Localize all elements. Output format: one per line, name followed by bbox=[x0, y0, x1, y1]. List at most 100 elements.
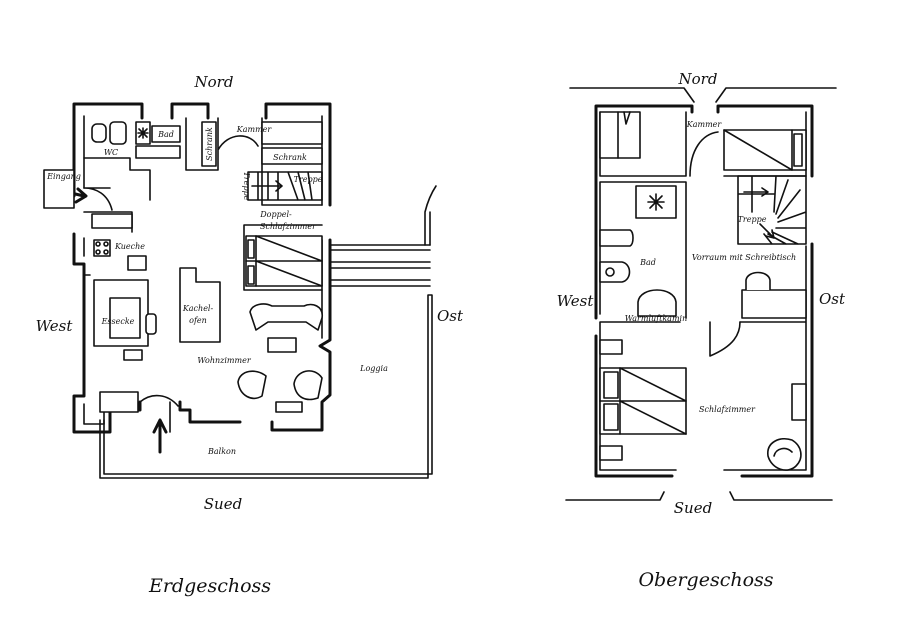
label-bad: Bad bbox=[157, 130, 174, 139]
upper-wardrobe bbox=[791, 383, 807, 421]
stove-burner bbox=[95, 249, 101, 255]
kammer-shelf bbox=[261, 121, 323, 145]
wohnzimmer-side-table bbox=[275, 401, 303, 413]
ground-floor-title: Erdgeschoss bbox=[148, 575, 271, 597]
essecke-chair bbox=[145, 313, 157, 335]
upper-stairs-arrow-icon bbox=[743, 187, 769, 197]
ground-stairs-arrow-icon bbox=[251, 180, 283, 192]
label-schlafzimmer: Schlafzimmer bbox=[260, 222, 317, 231]
label-loggia: Loggia bbox=[359, 364, 388, 373]
ground-outer-wall bbox=[72, 102, 332, 434]
upper-stairs bbox=[737, 175, 807, 245]
balcony-door bbox=[139, 394, 179, 433]
kammer-pillow bbox=[793, 133, 803, 167]
balkon-outline bbox=[99, 294, 433, 479]
doppel-pillow-2 bbox=[247, 265, 255, 285]
kueche-stove bbox=[93, 239, 111, 257]
upper-label-warmluftkamin: Warmluftkamin bbox=[625, 314, 688, 323]
upper-label-treppe: Treppe bbox=[738, 215, 767, 224]
kammer-bed-right-cover bbox=[723, 129, 793, 171]
label-balkon: Balkon bbox=[207, 447, 236, 456]
upper-compass-south: Sued bbox=[674, 499, 712, 517]
bad-shower-star-icon bbox=[137, 127, 149, 139]
warmluftkamin bbox=[637, 289, 677, 317]
label-ofen: ofen bbox=[189, 316, 207, 325]
kammer-bed-left bbox=[599, 111, 641, 159]
label-doppel: Doppel- bbox=[259, 210, 292, 219]
bad-sink bbox=[151, 125, 181, 143]
upper-floor-title: Obergeschoss bbox=[638, 569, 773, 591]
doppel-pillow-1 bbox=[247, 239, 255, 259]
ground-compass-east: Ost bbox=[437, 307, 464, 325]
ground-compass-south: Sued bbox=[204, 495, 242, 513]
wohnzimmer-sideboard bbox=[99, 391, 139, 413]
stove-burner bbox=[95, 241, 101, 247]
upper-nightstand-2 bbox=[599, 445, 623, 461]
kachelofen bbox=[179, 267, 221, 343]
upper-bathtub bbox=[599, 229, 634, 247]
eingang-box bbox=[43, 169, 75, 209]
label-eingang: Eingang bbox=[46, 172, 81, 181]
upper-shower bbox=[635, 185, 677, 219]
label-treppe: Treppe bbox=[294, 175, 323, 184]
upper-armchair bbox=[767, 438, 802, 471]
loggia-railing bbox=[329, 244, 431, 287]
wohnzimmer-table bbox=[267, 337, 297, 353]
upper-armchair-seat bbox=[773, 447, 793, 457]
ground-compass-west: West bbox=[36, 317, 74, 335]
kammer-door bbox=[689, 131, 719, 177]
wc-toilet bbox=[91, 123, 107, 143]
upper-compass-north: Nord bbox=[678, 70, 718, 88]
ground-floor-plan: Nord Sued West Ost Eingang WC Bad Schran… bbox=[36, 73, 464, 597]
armchair-left bbox=[237, 370, 267, 400]
upper-compass-west: West bbox=[557, 292, 595, 310]
upper-label-vorraum: Vorraum mit Schreibtisch bbox=[692, 253, 796, 262]
label-schrank: Schrank bbox=[273, 153, 307, 162]
upper-floor-plan: Nord Sued West Ost Kammer Bad Treppe Vor… bbox=[557, 70, 846, 591]
vorraum-chair bbox=[745, 271, 771, 290]
ground-compass-north: Nord bbox=[194, 73, 234, 91]
essecke-stool bbox=[123, 349, 143, 361]
upper-nightstand-1 bbox=[599, 339, 623, 355]
vorraum-door bbox=[709, 321, 741, 357]
stove-burner bbox=[103, 241, 109, 247]
label-kachel: Kachel- bbox=[182, 304, 214, 313]
upper-sink-drain bbox=[605, 267, 615, 277]
doppel-bed-covers bbox=[245, 235, 323, 287]
vorraum-desk bbox=[741, 289, 807, 319]
upper-pillow-2 bbox=[603, 403, 619, 431]
loggia-side-wall bbox=[424, 185, 437, 246]
bad-bathtub bbox=[135, 145, 181, 159]
wohnzimmer-sofa bbox=[249, 303, 323, 331]
label-schrank-vertical: Schrank bbox=[205, 127, 214, 161]
upper-label-kammer: Kammer bbox=[686, 120, 723, 129]
wc-sink bbox=[109, 121, 127, 145]
upper-stairs-arrow-down-icon bbox=[759, 223, 775, 239]
upper-roof-south bbox=[565, 491, 833, 501]
upper-outer-wall bbox=[594, 104, 814, 478]
eingang-door bbox=[83, 187, 113, 211]
upper-roof-north bbox=[569, 87, 837, 103]
essecke-table bbox=[109, 297, 141, 339]
stove-burner bbox=[103, 249, 109, 255]
label-treppe-vertical: Treppe bbox=[242, 172, 251, 201]
upper-double-bed-covers bbox=[599, 367, 687, 435]
ground-interior-walls bbox=[83, 117, 323, 291]
armchair-right bbox=[293, 370, 323, 401]
label-kueche: Kueche bbox=[114, 242, 145, 251]
kammer-schrank bbox=[261, 147, 323, 165]
upper-pillow-1 bbox=[603, 371, 619, 399]
kammer-bed-left-fold bbox=[617, 111, 631, 159]
balcony-arrow-icon bbox=[152, 418, 168, 454]
schrank-cabinet bbox=[201, 121, 217, 167]
label-essecke: Essecke bbox=[101, 317, 135, 326]
upper-compass-east: Ost bbox=[819, 290, 846, 308]
label-wc: WC bbox=[104, 148, 118, 157]
upper-shower-star-icon bbox=[647, 193, 665, 211]
upper-label-schlafzimmer: Schlafzimmer bbox=[699, 405, 756, 414]
kueche-counter bbox=[91, 213, 133, 229]
label-wohnzimmer: Wohnzimmer bbox=[197, 356, 251, 365]
upper-label-bad: Bad bbox=[639, 258, 656, 267]
